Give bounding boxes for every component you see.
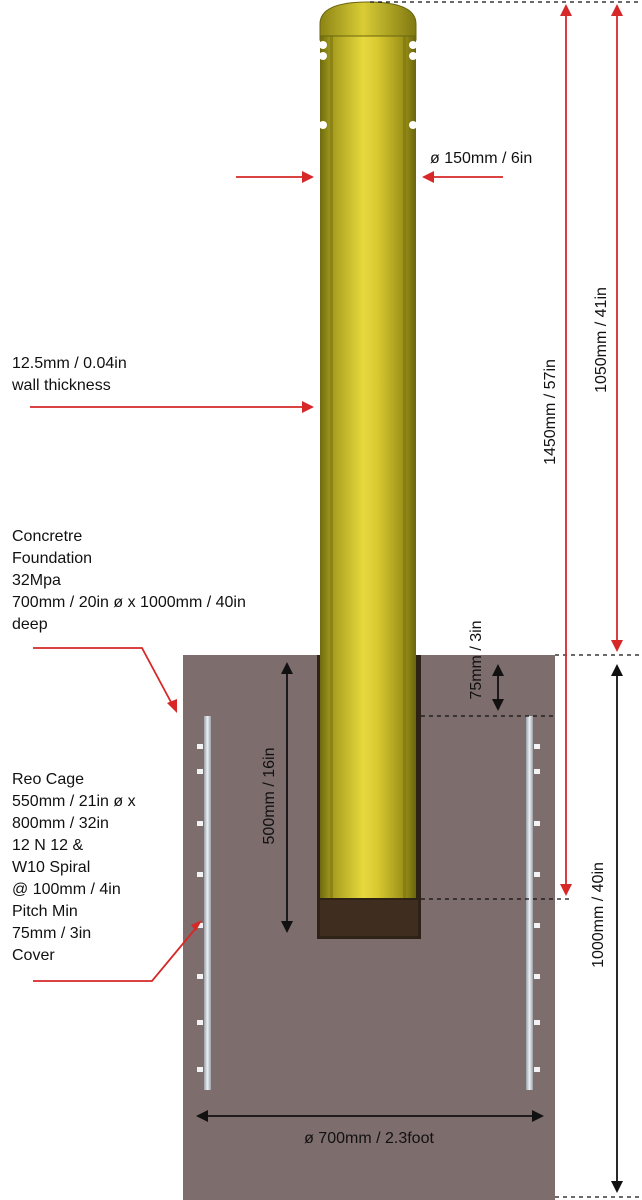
reo-label-line6: @ 100mm / 4in [12,881,121,898]
foundation-label-line4: 700mm / 20in ø x 1000mm / 40in [12,594,246,611]
dim-cover-label: 75mm / 3in [468,620,485,699]
bollard-inner-wall-right [403,36,406,898]
reo-label-line1: Reo Cage [12,771,84,788]
dim-above-ground-label: 1050mm / 41in [593,287,610,393]
bollard-sleeve-bottom [320,900,418,936]
reo-label-line3: 800mm / 32in [12,815,109,832]
black-arrowheads [196,662,623,1193]
rebar-ties-left [197,744,203,1072]
wall-thickness-label-line2: wall thickness [11,377,111,394]
dim-foundation-width-label: ø 700mm / 2.3foot [304,1130,434,1147]
reo-label-line7: Pitch Min [12,903,78,920]
foundation-label-line1: Concretre [12,528,82,545]
bollard-inner-wall-left [330,36,333,898]
bollard-cap [319,1,417,41]
wall-thickness-label-line1: 12.5mm / 0.04in [12,355,127,372]
reo-label-line9: Cover [12,947,55,964]
dim-embed-depth-label: 500mm / 16in [261,748,278,845]
rebar-left [204,716,211,1090]
black-arrows [208,672,618,1183]
foundation-label-line2: Foundation [12,550,92,567]
dashed-lines [370,1,642,1198]
dim-foundation-depth-label: 1000mm / 40in [590,862,607,968]
red-arrowheads [167,4,623,931]
rebar-right [526,716,533,1090]
reo-label-line5: W10 Spiral [12,859,90,876]
reo-label-line4: 12 N 12 & [12,837,83,854]
bollard-post [320,36,416,898]
bollard-diameter-label: ø 150mm / 6in [430,150,532,167]
reo-label-line2: 550mm / 21in ø x [12,793,136,810]
reo-label-line8: 75mm / 3in [12,925,91,942]
bollard-notches [319,41,417,129]
foundation-label-line3: 32Mpa [12,572,61,589]
foundation-label-line5: deep [12,616,48,633]
rebar-ties-right [534,744,540,1072]
red-arrows [30,14,618,982]
dim-total-height-label: 1450mm / 57in [542,359,559,465]
